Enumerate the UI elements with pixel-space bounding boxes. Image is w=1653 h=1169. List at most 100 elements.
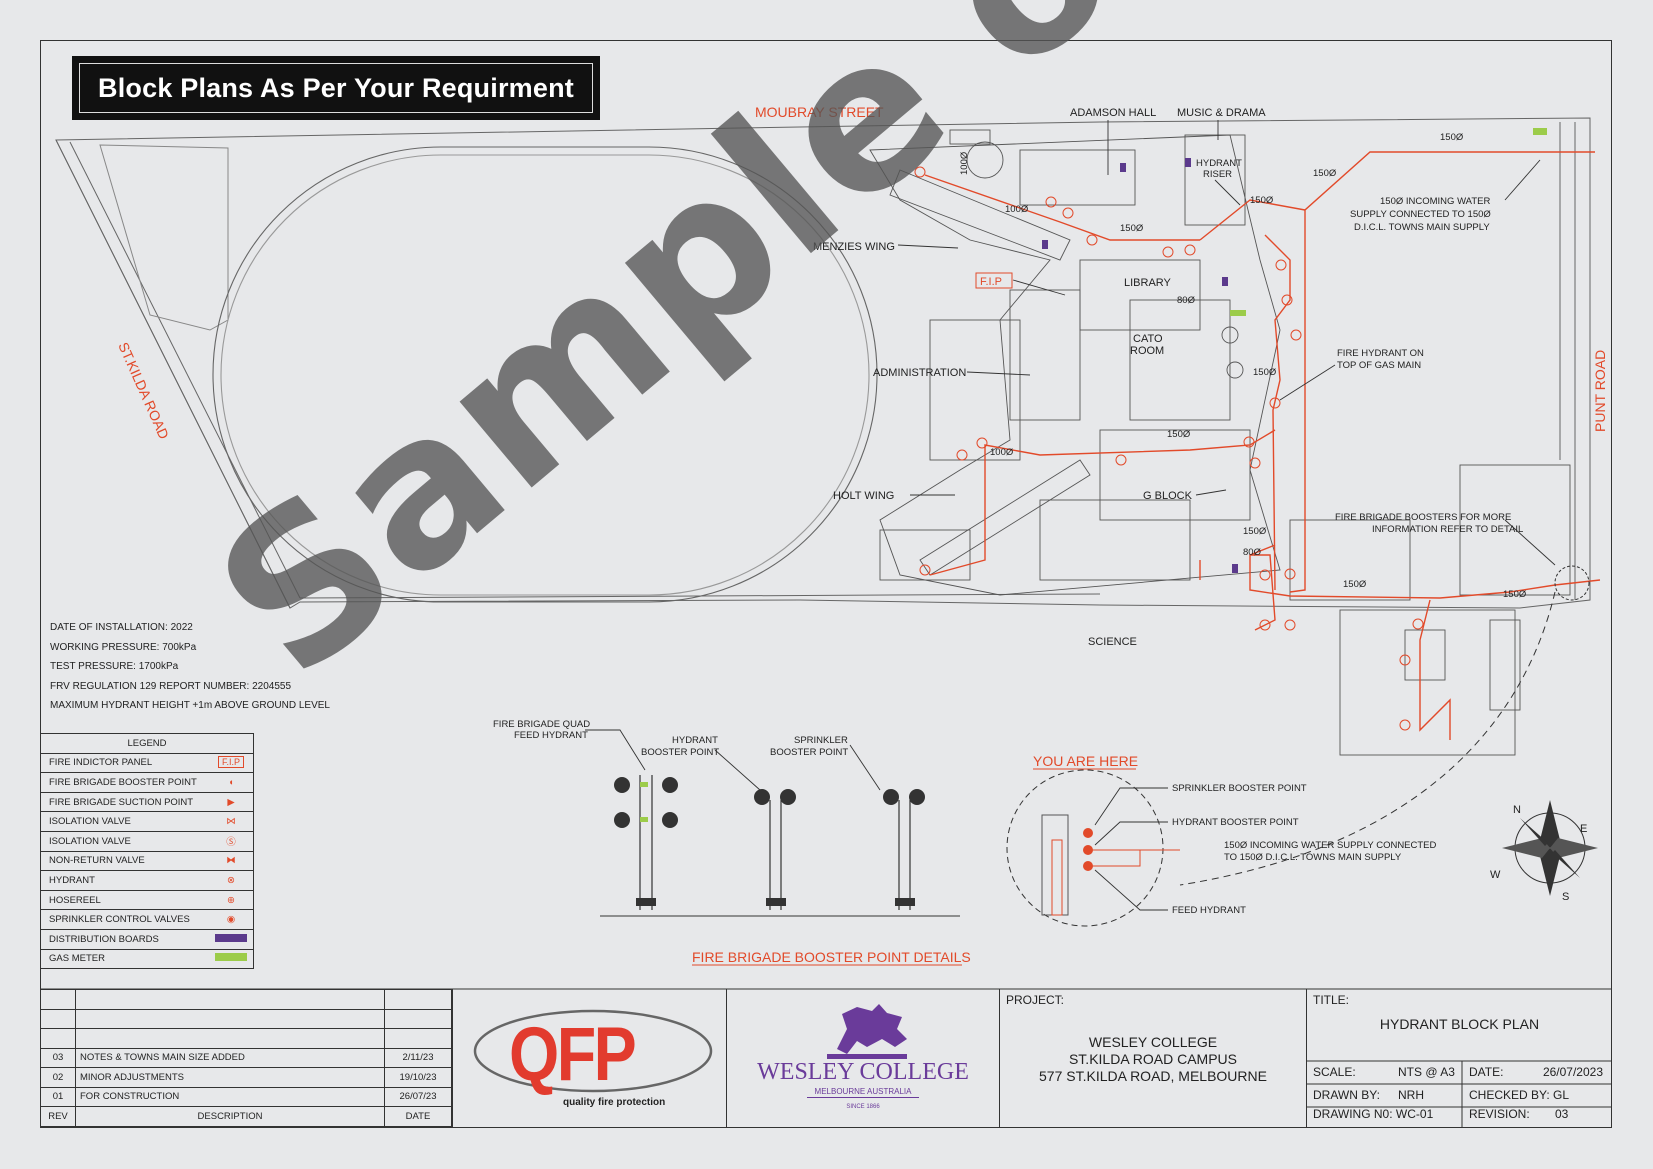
detail-hyd-2: BOOSTER POINT [641, 747, 719, 758]
buildings [869, 129, 1571, 756]
hosereel-icon: ⊕ [227, 894, 235, 906]
scale-value: NTS @ A3 [1398, 1065, 1455, 1079]
legend-label: SPRINKLER CONTROL VALVES [40, 909, 209, 930]
title-block: TITLE: HYDRANT BLOCK PLAN SCALE:NTS @ A3… [1306, 989, 1612, 1128]
booster-icon: ◖ [228, 776, 234, 788]
detail-quad-2: FEED HYDRANT [514, 730, 588, 741]
detail-leaders [585, 729, 881, 791]
pipe-label: 150Ø [1440, 132, 1464, 143]
legend-label: ISOLATION VALVE [40, 811, 209, 832]
legend-label: FIRE BRIGADE SUCTION POINT [40, 792, 209, 813]
booster-location-marker [1554, 565, 1590, 601]
label-fip: F.I.P [980, 276, 1002, 288]
scale-label: SCALE: [1313, 1065, 1356, 1079]
revision-label: REVISION: [1469, 1107, 1530, 1121]
drawing-number-label: DRAWING N0: [1313, 1107, 1393, 1121]
yah-incoming-1: 150Ø INCOMING WATER SUPPLY CONNECTED [1224, 840, 1437, 851]
detail-hyd-1: HYDRANT [672, 735, 718, 746]
gas-meter-2 [1533, 128, 1547, 135]
hydrant-markers [914, 166, 1424, 731]
wesley-divider [807, 1097, 919, 1098]
project-line3: 577 ST.KILDA ROAD, MELBOURNE [1039, 1068, 1267, 1084]
legend-label: HOSEREEL [40, 890, 209, 911]
yah-sprinkler: SPRINKLER BOOSTER POINT [1172, 783, 1307, 794]
you-are-here-title: YOU ARE HERE [1033, 753, 1138, 769]
rev-number: 01 [40, 1086, 76, 1107]
note-hydrant-height: MAXIMUM HYDRANT HEIGHT +1m ABOVE GROUND … [50, 700, 330, 711]
legend-label: DISTRIBUTION BOARDS [40, 929, 209, 950]
pipe-label: 150Ø [1250, 195, 1274, 206]
fip-icon: F.I.P [217, 756, 244, 769]
callout-boosters-2: INFORMATION REFER TO DETAIL [1372, 524, 1523, 535]
callout-incoming-2: SUPPLY CONNECTED TO 150Ø [1350, 209, 1491, 220]
drawing-number-value: WC-01 [1395, 1107, 1434, 1121]
rev-description: MINOR ADJUSTMENTS [75, 1067, 385, 1088]
detail-spr-2: BOOSTER POINT [770, 747, 848, 758]
rev-header: REV [40, 1106, 76, 1127]
project-label: PROJECT: [1006, 993, 1065, 1007]
yah-feed: FEED HYDRANT [1172, 905, 1246, 916]
callout-gas-1: FIRE HYDRANT ON [1337, 348, 1424, 359]
yah-hydrant: HYDRANT BOOSTER POINT [1172, 817, 1299, 828]
callout-incoming-1: 150Ø INCOMING WATER [1380, 196, 1490, 207]
label-administration: ADMINISTRATION [873, 367, 966, 379]
title-label: TITLE: [1313, 993, 1350, 1007]
rev-description: NOTES & TOWNS MAIN SIZE ADDED [75, 1047, 385, 1068]
project-line1: WESLEY COLLEGE [1088, 1034, 1218, 1050]
detail-leader [1179, 591, 1556, 886]
legend-label: HYDRANT [40, 870, 209, 891]
label-riser-1: HYDRANT [1196, 158, 1242, 169]
date-value: 26/07/2023 [1542, 1065, 1603, 1079]
note-test-pressure: TEST PRESSURE: 1700kPa [50, 661, 179, 672]
qfp-logo: QFP quality fire protection [452, 989, 726, 1128]
yah-incoming-2: TO 150Ø D.I.C.L. TOWNS MAIN SUPPLY [1224, 852, 1402, 863]
legend-label: FIRE BRIGADE BOOSTER POINT [40, 772, 209, 793]
checked-value: GL [1553, 1088, 1570, 1102]
detail-quad-1: FIRE BRIGADE QUAD [493, 719, 590, 730]
gas-meter [1230, 310, 1246, 316]
label-cato-1: CATO [1133, 333, 1163, 345]
label-menzies: MENZIES WING [813, 241, 895, 253]
rev-number: 03 [40, 1047, 76, 1068]
legend: LEGEND FIRE INDICTOR PANEL F.I.P FIRE BR… [40, 733, 254, 970]
qfp-swoosh-icon [473, 1009, 713, 1093]
yah-leaders [1094, 787, 1168, 911]
detail-title: FIRE BRIGADE BOOSTER POINT DETAILS [692, 949, 971, 965]
drawing-frame [40, 40, 1612, 1128]
compass-w: W [1490, 869, 1501, 881]
checked-label: CHECKED BY: [1469, 1088, 1550, 1102]
leader-lines [897, 120, 1556, 566]
revision-value: 03 [1555, 1107, 1569, 1121]
rev-description: FOR CONSTRUCTION [75, 1086, 385, 1107]
pipe-label: 150Ø [1167, 429, 1191, 440]
label-music: MUSIC & DRAMA [1177, 107, 1266, 119]
date-label: DATE: [1469, 1065, 1504, 1079]
compass-e: E [1580, 823, 1587, 835]
distribution-board-swatch [215, 933, 247, 942]
street-moubray: MOUBRAY STREET [755, 104, 884, 120]
rev-date: 26/07/23 [384, 1086, 452, 1107]
wesley-name: WESLEY COLLEGE [757, 1059, 969, 1085]
pipe-label: 150Ø [1243, 526, 1267, 537]
note-frv: FRV REGULATION 129 REPORT NUMBER: 220455… [50, 680, 292, 692]
sprinkler-valve-icon: ◉ [226, 914, 236, 926]
label-adamson: ADAMSON HALL [1070, 107, 1156, 119]
lion-crest-icon [827, 1004, 907, 1059]
legend-title: LEGEND [40, 733, 254, 754]
rev-number: 02 [40, 1067, 76, 1088]
hydrant-icon: ⊗ [227, 874, 235, 886]
qfp-tagline: quality fire protection [563, 1097, 666, 1108]
label-cato-2: ROOM [1130, 345, 1164, 357]
label-holt: HOLT WING [833, 490, 894, 502]
drawn-value: NRH [1398, 1088, 1424, 1102]
project-block: PROJECT: WESLEY COLLEGE ST.KILDA ROAD CA… [999, 989, 1306, 1128]
distribution-boards [1042, 158, 1238, 573]
label-riser-2: RISER [1203, 169, 1232, 180]
fip-box [975, 272, 1013, 289]
legend-label: FIRE INDICTOR PANEL [40, 753, 209, 774]
